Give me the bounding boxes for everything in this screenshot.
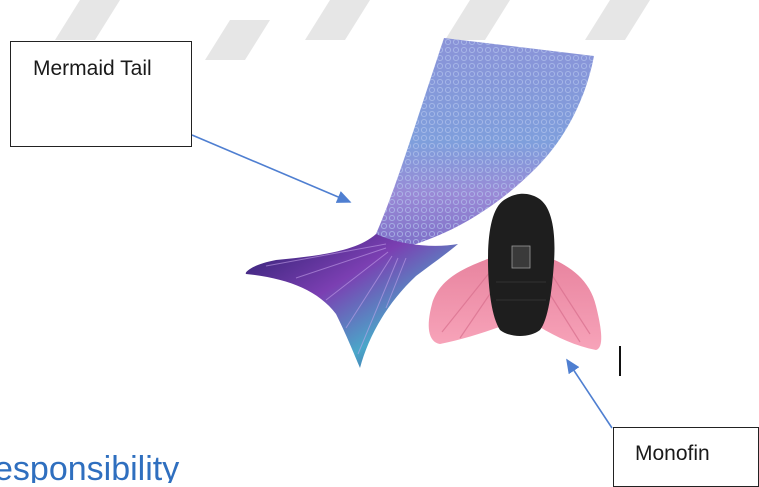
mermaid-tail-label-box: Mermaid Tail <box>10 41 192 147</box>
section-heading-text: esponsibility <box>0 450 179 483</box>
section-heading: esponsibility <box>0 436 612 483</box>
monofin-label-box: Monofin <box>613 427 759 487</box>
text-cursor <box>619 346 621 376</box>
monofin-label: Monofin <box>635 439 758 468</box>
mermaid-tail-label: Mermaid Tail <box>33 54 153 83</box>
monofin-image <box>420 192 620 360</box>
